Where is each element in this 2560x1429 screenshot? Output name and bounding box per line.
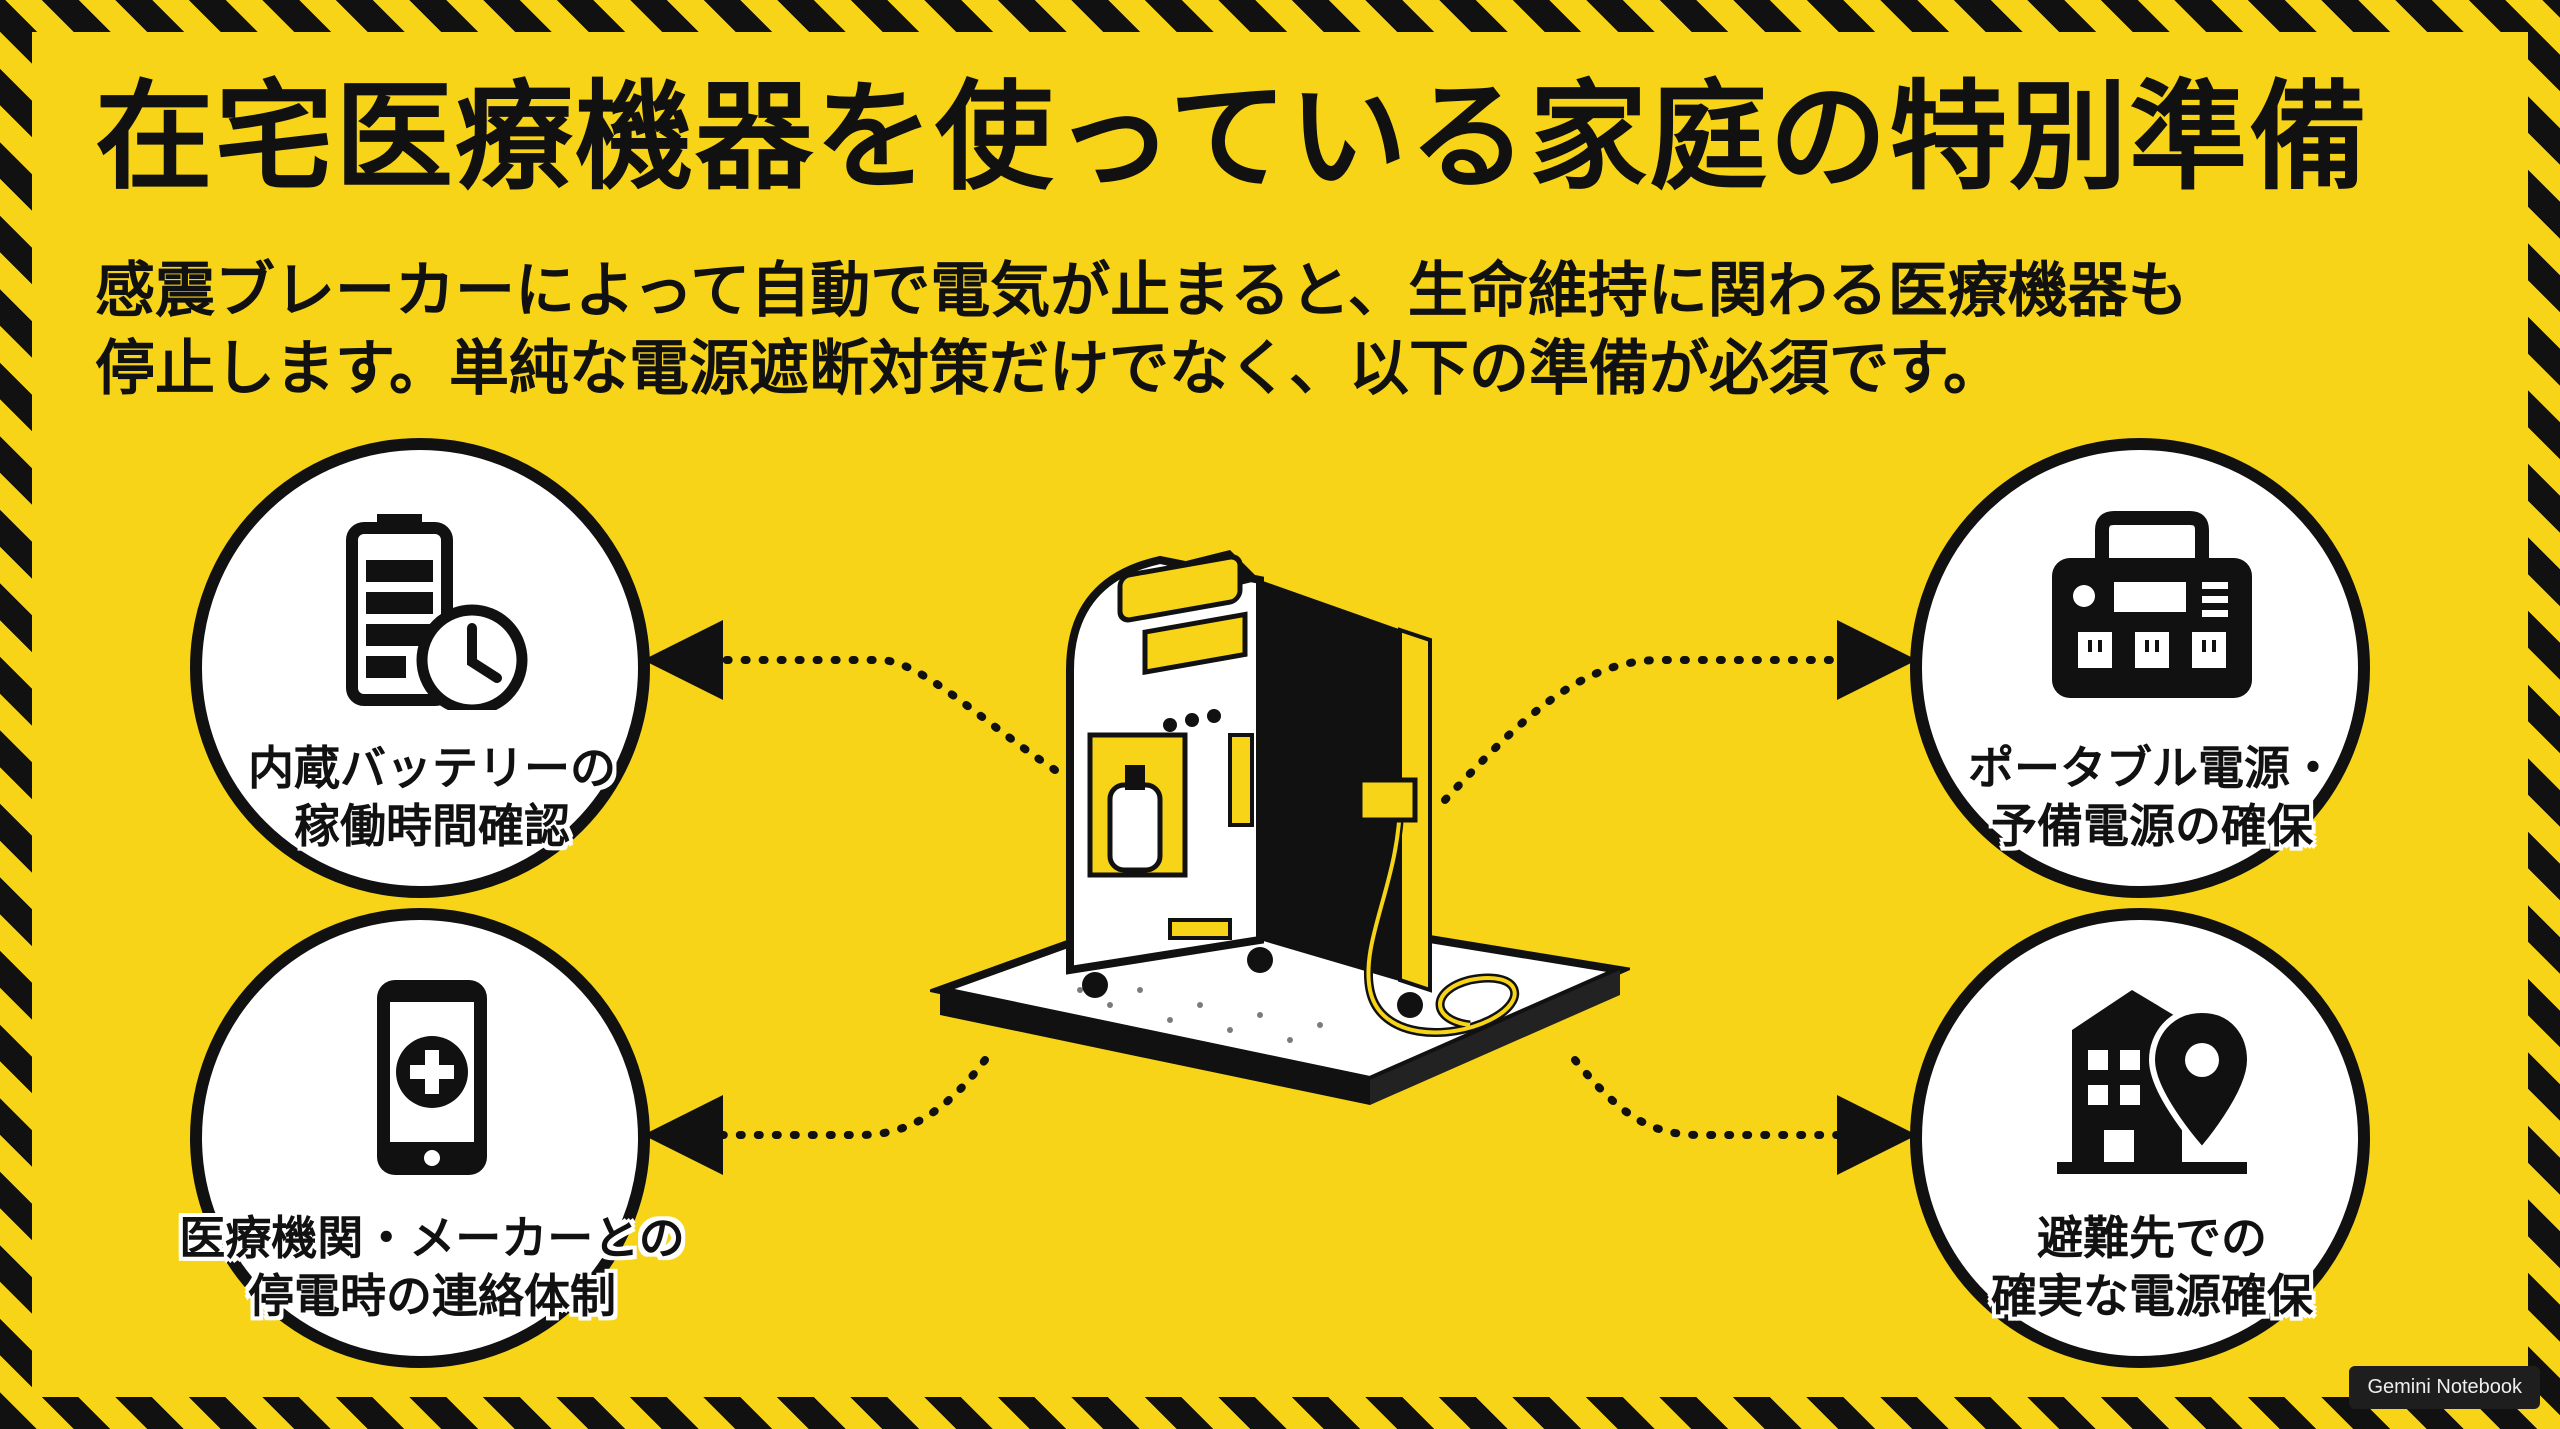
item-battery-runtime: 内蔵バッテリーの 稼働時間確認 (190, 438, 650, 898)
item-label-line-1: ポータブル電源・ (1968, 741, 2336, 795)
smartphone-medical-icon (377, 980, 487, 1175)
item-portable-power: ポータブル電源・ 予備電源の確保 (1910, 438, 2370, 898)
connector-bottom-right (1571, 1056, 1917, 1175)
connector-bottom-left (643, 1056, 989, 1175)
item-label: 避難先での 確実な電源確保 (1882, 1210, 2422, 1325)
item-label: 医療機関・メーカーとの 停電時の連絡体制 (162, 1210, 702, 1325)
item-label-line-2: 停電時の連絡体制 (248, 1268, 616, 1323)
item-label-line-1: 医療機関・メーカーとの (179, 1211, 685, 1265)
oxygen-concentrator-icon (930, 550, 1630, 1105)
connector-top-left (643, 620, 1059, 774)
item-label-line-1: 内蔵バッテリーの (248, 741, 616, 795)
item-label-line-2: 予備電源の確保 (1991, 798, 2313, 853)
item-contact-system: 医療機関・メーカーとの 停電時の連絡体制 (179, 908, 685, 1368)
subtitle-line-2: 停止します。単純な電源遮断対策だけでなく、以下の準備が必須です。 (95, 334, 2003, 404)
item-label-line-1: 避難先での (2037, 1211, 2267, 1265)
battery-clock-icon (346, 514, 528, 710)
item-label: 内蔵バッテリーの 稼働時間確認 (162, 740, 702, 855)
item-evacuation-power: 避難先での 確実な電源確保 (1910, 908, 2370, 1368)
item-label: ポータブル電源・ 予備電源の確保 (1882, 740, 2422, 855)
watermark-badge: Gemini Notebook (2349, 1366, 2540, 1409)
subtitle: 感震ブレーカーによって自動で電気が止まると、生命維持に関わる医療機器も 停止しま… (95, 252, 2495, 408)
building-location-icon (2057, 990, 2252, 1174)
page-title: 在宅医療機器を使っている家庭の特別準備 (95, 68, 2370, 206)
item-label-line-2: 稼働時間確認 (294, 798, 570, 853)
item-label-line-2: 確実な電源確保 (1991, 1268, 2313, 1323)
subtitle-line-1: 感震ブレーカーによって自動で電気が止まると、生命維持に関わる医療機器も (95, 256, 2188, 326)
portable-power-station-icon (2052, 511, 2252, 698)
